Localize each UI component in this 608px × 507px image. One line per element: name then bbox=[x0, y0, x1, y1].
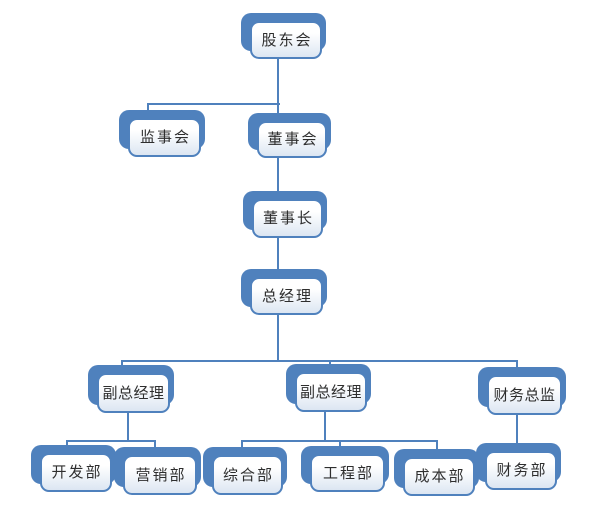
node-face: 综合部 bbox=[212, 455, 283, 495]
org-node-label: 综合部 bbox=[222, 465, 274, 484]
org-node-engineering-dept: 工程部 bbox=[301, 446, 389, 492]
org-node-label: 监事会 bbox=[139, 128, 191, 146]
org-node-deputy-gm-1: 副总经理 bbox=[88, 365, 174, 413]
org-node-general-affairs-dept: 综合部 bbox=[203, 447, 287, 495]
node-face: 财务总监 bbox=[487, 375, 562, 415]
node-face: 营销部 bbox=[123, 455, 197, 495]
org-node-label: 开发部 bbox=[51, 463, 103, 481]
org-node-development-dept: 开发部 bbox=[31, 445, 116, 492]
node-face: 成本部 bbox=[403, 457, 475, 496]
org-node-label: 董事会 bbox=[267, 130, 319, 148]
org-node-finance-director: 财务总监 bbox=[478, 367, 566, 415]
node-face: 财务部 bbox=[485, 451, 557, 490]
org-node-label: 工程部 bbox=[322, 463, 374, 482]
node-face: 副总经理 bbox=[97, 373, 170, 413]
org-node-finance-dept: 财务部 bbox=[476, 443, 561, 490]
org-node-label: 股东会 bbox=[261, 30, 313, 49]
org-node-label: 副总经理 bbox=[299, 382, 362, 401]
node-face: 董事会 bbox=[257, 121, 327, 158]
connector-line bbox=[277, 314, 279, 362]
connector-line bbox=[147, 103, 280, 105]
node-face: 监事会 bbox=[128, 118, 201, 157]
connector-line bbox=[277, 157, 279, 202]
connector-line bbox=[121, 360, 518, 362]
node-face: 总经理 bbox=[250, 277, 323, 315]
connector-line bbox=[127, 412, 129, 442]
connector-line bbox=[277, 59, 279, 123]
node-face: 开发部 bbox=[40, 453, 112, 492]
org-node-label: 财务总监 bbox=[493, 385, 556, 404]
org-node-label: 董事长 bbox=[262, 209, 314, 227]
org-node-supervisory-board: 监事会 bbox=[119, 110, 205, 157]
connector-line bbox=[66, 440, 156, 442]
org-node-label: 财务部 bbox=[496, 461, 548, 479]
node-face: 副总经理 bbox=[295, 372, 367, 412]
node-face: 股东会 bbox=[250, 21, 322, 59]
node-face: 董事长 bbox=[252, 199, 323, 238]
org-node-marketing-dept: 营销部 bbox=[114, 447, 201, 495]
org-node-label: 营销部 bbox=[135, 465, 187, 484]
org-node-shareholders-meeting: 股东会 bbox=[241, 13, 326, 59]
org-node-general-manager: 总经理 bbox=[241, 269, 327, 315]
org-node-deputy-gm-2: 副总经理 bbox=[286, 364, 371, 412]
org-node-label: 副总经理 bbox=[102, 383, 165, 402]
connector-line bbox=[516, 414, 518, 455]
org-node-board-chairman: 董事长 bbox=[243, 191, 327, 238]
org-node-label: 成本部 bbox=[414, 467, 466, 485]
org-node-board-of-directors: 董事会 bbox=[248, 113, 331, 158]
node-face: 工程部 bbox=[310, 454, 385, 492]
connector-line bbox=[324, 411, 326, 442]
org-node-cost-dept: 成本部 bbox=[394, 449, 479, 496]
org-node-label: 总经理 bbox=[261, 286, 313, 305]
connector-line bbox=[277, 237, 279, 280]
